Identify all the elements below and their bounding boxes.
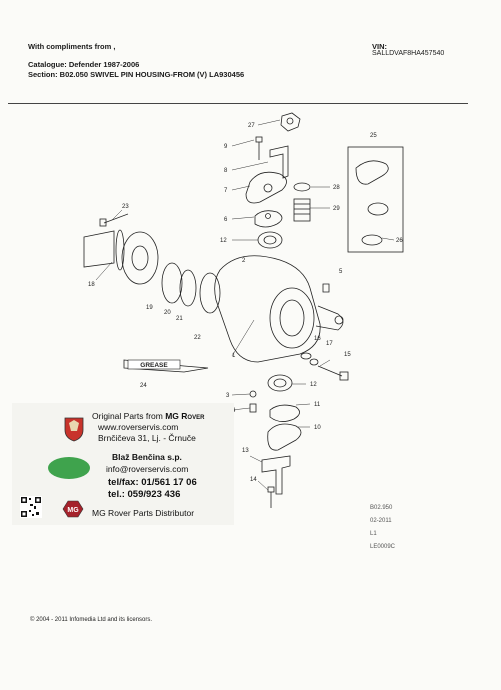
- callout-3: 3: [226, 393, 230, 399]
- callout-24: 24: [140, 383, 147, 389]
- part-14: [267, 486, 275, 493]
- callout-5: 5: [339, 269, 343, 275]
- part-12-lower: [267, 374, 293, 392]
- inset-box: [347, 146, 404, 253]
- ref-date: 02-2011: [370, 518, 392, 524]
- advert-contact-name: Blaž Benčina s.p.: [112, 452, 182, 462]
- callout-8: 8: [224, 168, 228, 174]
- part-6: [254, 210, 283, 228]
- callout-6: 6: [224, 217, 228, 223]
- callout-29: 29: [333, 206, 340, 212]
- advert-original-parts: Original Parts from MG Rover: [92, 411, 204, 421]
- part-21: [199, 272, 221, 314]
- part-29: [293, 198, 311, 222]
- green-oval-logo: [48, 457, 90, 479]
- callout-1: 1: [232, 353, 236, 359]
- callout-2: 2: [242, 258, 246, 264]
- part-12: [257, 231, 283, 249]
- part-27: [280, 112, 301, 132]
- grease-label: GREASE: [140, 362, 168, 369]
- part-11: [269, 404, 300, 422]
- part-9: [255, 136, 263, 143]
- callout-14: 14: [250, 477, 257, 483]
- advert-telfax: tel/fax: 01/561 17 06: [108, 477, 197, 488]
- callout-25: 25: [370, 133, 377, 139]
- advert-brand: MG Rover: [165, 411, 205, 421]
- callout-23: 23: [122, 204, 129, 210]
- callout-26: 26: [396, 238, 403, 244]
- copyright-footer: © 2004 - 2011 Infomedia Ltd and its lice…: [30, 617, 153, 623]
- part-18: [83, 230, 115, 268]
- part-15: [317, 365, 343, 377]
- part-3: [249, 390, 257, 398]
- part-7: [245, 171, 287, 204]
- part-16: [300, 352, 312, 360]
- qr-code-icon: [20, 496, 42, 518]
- ref-b02950: B02.950: [370, 505, 393, 511]
- callout-19: 19: [146, 305, 153, 311]
- swivel-housing: [214, 255, 321, 363]
- callout-11: 11: [314, 402, 321, 408]
- part-19: [161, 262, 183, 304]
- callout-9: 9: [224, 144, 228, 150]
- part-20: [179, 269, 197, 307]
- catalogue-title: Catalogue: Defender 1987-2006: [28, 60, 140, 69]
- callout-20: 20: [164, 310, 171, 316]
- section-title: Section: B02.050 SWIVEL PIN HOUSING-FROM…: [28, 70, 245, 79]
- part-17: [309, 358, 319, 366]
- part-10: [267, 423, 302, 451]
- header-divider: [8, 103, 468, 104]
- part-28: [293, 182, 311, 192]
- callout-12: 12: [220, 238, 227, 244]
- part-8: [269, 145, 289, 179]
- advert-prefix: Original Parts from: [92, 411, 166, 421]
- advert-email: info@roverservis.com: [106, 464, 189, 474]
- callout-13: 13: [242, 448, 249, 454]
- compliments-text: With compliments from ,: [28, 42, 116, 51]
- callout-15: 15: [344, 352, 351, 358]
- callout-18: 18: [88, 282, 95, 288]
- ref-l1: L1: [370, 531, 377, 537]
- vin-label: VIN:: [372, 42, 387, 51]
- callout-4: 4: [232, 408, 236, 414]
- advert-tel: tel.: 059/923 436: [108, 489, 181, 500]
- part-23: [103, 213, 129, 224]
- callout-27: 27: [248, 123, 255, 129]
- advert-distributor: MG Rover Parts Distributor: [92, 508, 195, 518]
- callout-22: 22: [194, 335, 201, 341]
- vin-value: SALLDVAF8HA457540: [372, 50, 445, 57]
- mg-logo-text: MG: [67, 507, 79, 514]
- rover-logo-icon: [64, 417, 84, 442]
- callout-7: 7: [224, 188, 228, 194]
- mg-logo-icon: MG: [62, 500, 84, 518]
- callout-17: 17: [326, 341, 333, 347]
- part-4: [249, 403, 257, 413]
- callout-28: 28: [333, 185, 340, 191]
- callout-21: 21: [176, 316, 183, 322]
- callout-12-lower: 12: [310, 382, 317, 388]
- advert-website: www.roverservis.com: [98, 422, 179, 432]
- callout-16: 16: [314, 336, 321, 342]
- part-5: [322, 283, 330, 293]
- ref-le0009c: LE0009C: [370, 544, 396, 550]
- callout-10: 10: [314, 425, 321, 431]
- advert-address: Brnčičeva 31, Lj. - Črnuče: [98, 433, 196, 443]
- part-13: [261, 455, 291, 495]
